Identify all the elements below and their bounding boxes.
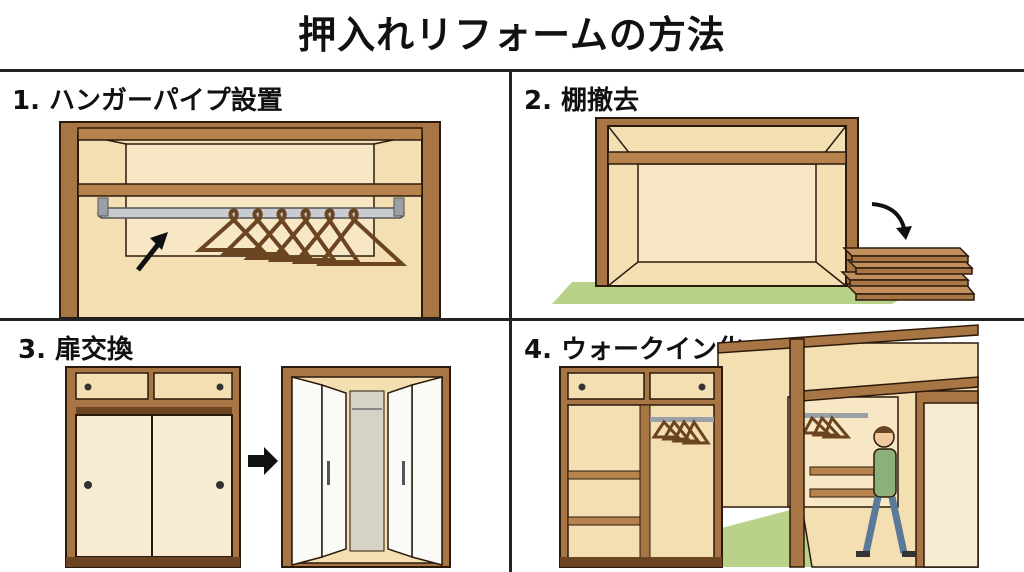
walk-in-illustration — [559, 324, 979, 568]
old-sliding-doors — [65, 366, 241, 568]
hangers — [194, 208, 408, 266]
door-replacement-illustration — [65, 366, 451, 568]
panel-door-replacement: 3. 扉交換 — [0, 321, 509, 572]
panel-shelf-removal: 2. 棚撤去 — [512, 72, 1024, 318]
middle-shelf — [77, 183, 423, 197]
tatami-floor — [552, 282, 932, 304]
shelf-removal-illustration — [552, 117, 976, 304]
panel-label: 1. ハンガーパイプ設置 — [12, 86, 283, 116]
divider-top — [0, 69, 1024, 72]
curved-arrow-icon — [871, 202, 912, 240]
hanger-pipe-illustration — [59, 121, 441, 318]
center-post — [789, 338, 805, 568]
page-title: 押入れリフォームの方法 — [298, 13, 726, 57]
right-arrow-icon — [248, 447, 278, 475]
divider-middle — [0, 318, 1024, 321]
panel-walk-in: 4. ウォークイン化 — [512, 321, 1024, 572]
panel-label: 4. ウォークイン化 — [524, 335, 744, 365]
new-folding-doors — [281, 366, 451, 568]
removed-boards — [840, 247, 976, 301]
divider-vertical — [509, 69, 512, 572]
panel-label: 3. 扉交換 — [18, 335, 134, 365]
person-walking — [856, 426, 916, 557]
panel-label: 2. 棚撤去 — [524, 86, 640, 116]
arrow-icon — [136, 232, 168, 272]
panel-hanger-pipe: 1. ハンガーパイプ設置 — [0, 72, 509, 318]
